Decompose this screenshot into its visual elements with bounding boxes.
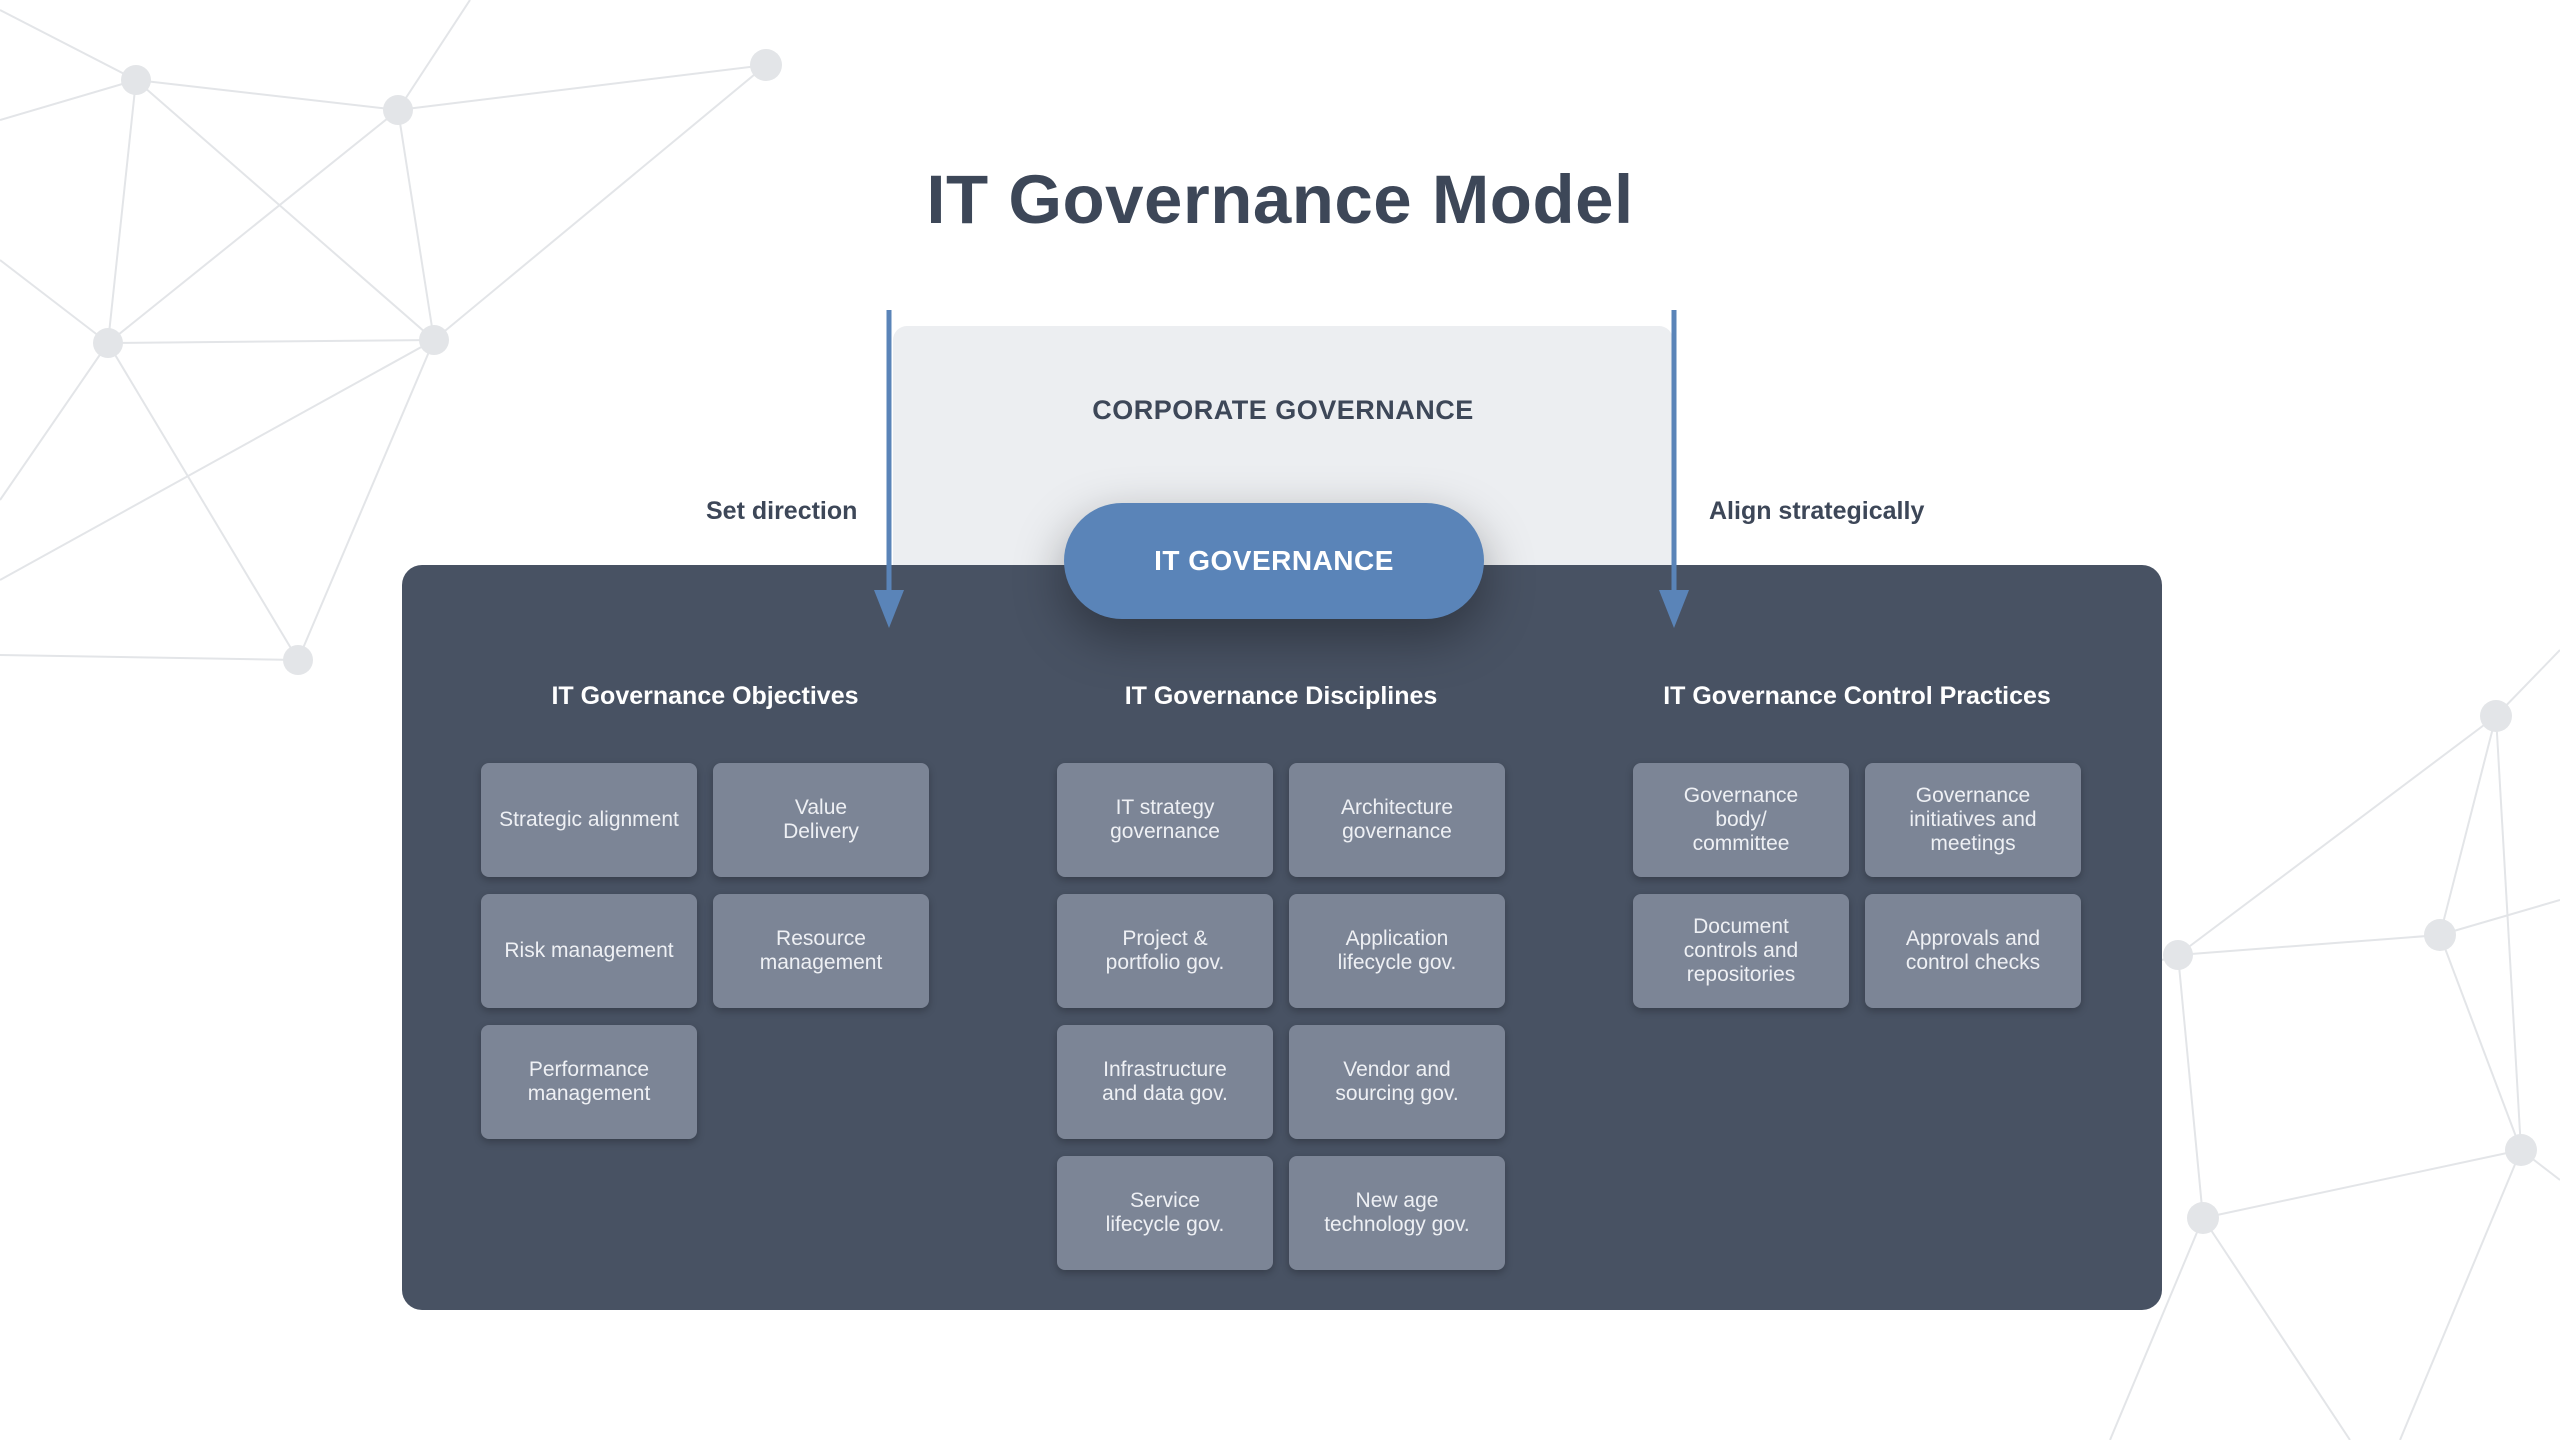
control-practice-tile: Document controls and repositories — [1633, 894, 1849, 1008]
objective-tile: Strategic alignment — [481, 763, 697, 877]
objectives-title: IT Governance Objectives — [551, 682, 859, 710]
control-practice-tile: Governance initiatives and meetings — [1865, 763, 2081, 877]
objective-tile: Resource management — [713, 894, 929, 1008]
discipline-tile: Service lifecycle gov. — [1057, 1156, 1273, 1270]
corporate-governance-label: CORPORATE GOVERNANCE — [1092, 395, 1474, 425]
discipline-tile: Infrastructure and data gov. — [1057, 1025, 1273, 1139]
discipline-tile: Vendor and sourcing gov. — [1289, 1025, 1505, 1139]
discipline-tile: Project & portfolio gov. — [1057, 894, 1273, 1008]
disciplines-title: IT Governance Disciplines — [1124, 682, 1438, 710]
discipline-tile: Architecture governance — [1289, 763, 1505, 877]
control-practice-tile: Approvals and control checks — [1865, 894, 2081, 1008]
discipline-tile: New age technology gov. — [1289, 1156, 1505, 1270]
control-practice-tile: Governance body/ committee — [1633, 763, 1849, 877]
align-strategically-label: Align strategically — [1709, 497, 1925, 525]
objective-tile: Value Delivery — [713, 763, 929, 877]
set-direction-arrow — [874, 310, 904, 628]
page-title: IT Governance Model — [926, 161, 1634, 238]
control-practices-title: IT Governance Control Practices — [1663, 682, 2051, 710]
discipline-tile: IT strategy governance — [1057, 763, 1273, 877]
set-direction-label: Set direction — [706, 497, 858, 525]
discipline-tile: Application lifecycle gov. — [1289, 894, 1505, 1008]
align-strategically-arrow — [1659, 310, 1689, 628]
it-governance-pill: IT GOVERNANCE — [1064, 503, 1484, 619]
objective-tile: Risk management — [481, 894, 697, 1008]
objective-tile: Performance management — [481, 1025, 697, 1139]
